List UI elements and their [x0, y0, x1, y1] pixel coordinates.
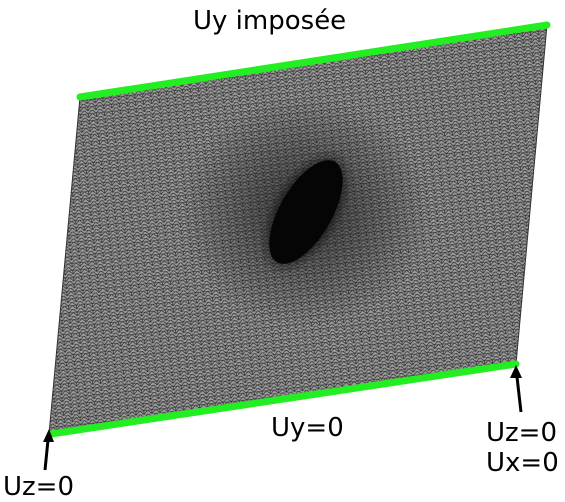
bottom-boundary-label: Uy=0: [271, 413, 344, 443]
bottom-boundary-edge: [47, 360, 520, 438]
bottom-left-uz-label: Uz=0: [3, 472, 75, 502]
arrow-bottom-right: [510, 365, 523, 413]
top-boundary-edge: [76, 21, 551, 101]
bottom-right-uz-label: Uz=0: [486, 418, 558, 448]
arrow-bottom-left: [43, 429, 54, 471]
refined-mesh-core: [269, 160, 343, 264]
bottom-right-ux-label: Ux=0: [486, 448, 559, 478]
top-boundary-label: Uy imposée: [193, 6, 347, 36]
